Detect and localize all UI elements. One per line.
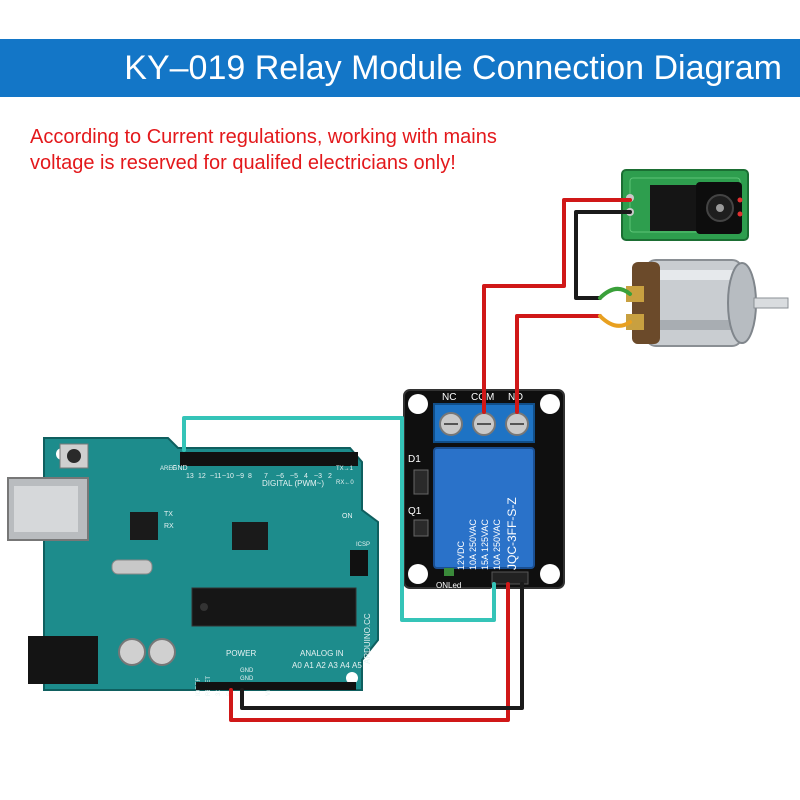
pin-7-label: 7 [264, 473, 268, 480]
pin-3-label: ~3 [314, 473, 322, 480]
transistor-label: Q1 [408, 506, 422, 517]
a2-label: A2 [316, 661, 326, 670]
dc-motor [626, 259, 789, 347]
vin-label: Vin [266, 687, 272, 696]
power-label: POWER [226, 649, 256, 658]
motor-lead-orange [598, 314, 632, 328]
relay-rating-4: 10A 250VAC [492, 519, 502, 570]
gnd-label-2: GND [240, 676, 254, 682]
pin-5-label: ~5 [290, 473, 298, 480]
signal-wire [182, 416, 496, 622]
icsp-label: ICSP [356, 542, 370, 548]
relay-rating-3: 15A 125VAC [480, 519, 490, 570]
pin-9-label: ~9 [236, 473, 244, 480]
pin-label-minus: - [518, 587, 521, 596]
pin-0-label: RX←0 [336, 480, 354, 486]
a5-label: A5 [352, 661, 362, 670]
pin-1-label: TX→1 [336, 466, 354, 472]
no-wire [515, 314, 602, 414]
pin-12-label: 12 [198, 473, 206, 480]
pin-10-label: ~10 [222, 473, 234, 480]
diode-label: D1 [408, 454, 421, 465]
gnd-label-1: GND [240, 668, 254, 674]
on-led-label: ON [342, 513, 353, 520]
gnd-wire [240, 582, 524, 710]
arduino-uno-board: DIGITAL (PWM~) GND AREF 13 12 ~11 ~10 ~9… [7, 437, 379, 696]
relay-model: JQC-3FF-S-Z [505, 497, 519, 570]
wires [182, 198, 632, 722]
rx-led-label: RX [164, 523, 174, 530]
tx-led-label: TX [164, 511, 173, 518]
analog-label: ANALOG IN [300, 649, 344, 658]
a1-label: A1 [304, 661, 314, 670]
a0-label: A0 [292, 661, 302, 670]
diagram-title: KY–019 Relay Module Connection Diagram [124, 49, 782, 87]
digital-pin-labels: 13 12 ~11 ~10 ~9 8 7 ~6 ~5 4 ~3 2 TX→1 R… [186, 466, 354, 486]
pin-6-label: ~6 [276, 473, 284, 480]
com-wire [482, 198, 632, 414]
title-banner: KY–019 Relay Module Connection Diagram [0, 39, 800, 97]
pin-11-label: ~11 [210, 473, 221, 480]
led-label: ONLed [436, 581, 461, 590]
a4-label: A4 [340, 661, 350, 670]
arduino-brand: ARDUINO.CC [363, 613, 372, 664]
motor-lead-green [598, 286, 632, 300]
relay-rating-1: 12VDC [456, 540, 466, 570]
dc-power-jack-module [621, 169, 749, 241]
aref-label: AREF [160, 466, 176, 472]
pin-13-label: 13 [186, 473, 194, 480]
relay-rating-2: 10A 250VAC [468, 519, 478, 570]
pin-8-label: 8 [248, 473, 252, 480]
pin-4-label: 4 [304, 473, 308, 480]
jack-ground-wire [574, 210, 632, 300]
safety-warning: According to Current regulations, workin… [30, 126, 497, 174]
terminal-label-nc: NC [442, 392, 456, 403]
gnd-top-label: GND [172, 465, 188, 472]
analog-pin-labels: A0 A1 A2 A3 A4 A5 [292, 661, 362, 670]
pin-2-label: 2 [328, 473, 332, 480]
a3-label: A3 [328, 661, 338, 670]
relay-module: NC COM NO 12VDC 10A 250VAC 15A 125VAC 10… [403, 389, 565, 596]
digital-label: DIGITAL (PWM~) [262, 479, 324, 488]
vcc-wire [229, 582, 510, 722]
